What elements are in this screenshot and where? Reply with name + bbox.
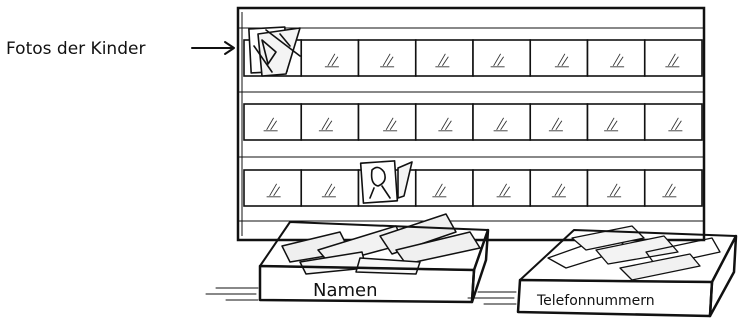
- phone-box-label: Telefonnummern: [536, 293, 655, 309]
- pocket: [588, 104, 645, 140]
- pocket-row: [244, 40, 702, 76]
- pocket: [645, 40, 702, 76]
- pocket-row: [244, 170, 702, 206]
- pocket: [473, 104, 530, 140]
- pocket: [244, 170, 301, 206]
- pocket: [301, 40, 358, 76]
- pocket: [301, 170, 358, 206]
- pocket: [416, 40, 473, 76]
- right-arrow-icon: [192, 42, 234, 54]
- pocket: [473, 170, 530, 206]
- pocket: [359, 40, 416, 76]
- pocket: [645, 104, 702, 140]
- pocket: [416, 104, 473, 140]
- pocket-row: [244, 104, 702, 140]
- pocket: [645, 170, 702, 206]
- pocket: [530, 170, 587, 206]
- pocket: [588, 170, 645, 206]
- pocket: [416, 170, 473, 206]
- pocket: [244, 104, 301, 140]
- pocket: [530, 104, 587, 140]
- names-box-label: Namen: [313, 280, 378, 301]
- pocket: [301, 104, 358, 140]
- pocket: [588, 40, 645, 76]
- pocket: [530, 40, 587, 76]
- pocket-board: [238, 8, 704, 240]
- pocket-rows: [244, 40, 702, 206]
- photos-label: Fotos der Kinder: [6, 39, 145, 59]
- pocket: [473, 40, 530, 76]
- pocket: [359, 104, 416, 140]
